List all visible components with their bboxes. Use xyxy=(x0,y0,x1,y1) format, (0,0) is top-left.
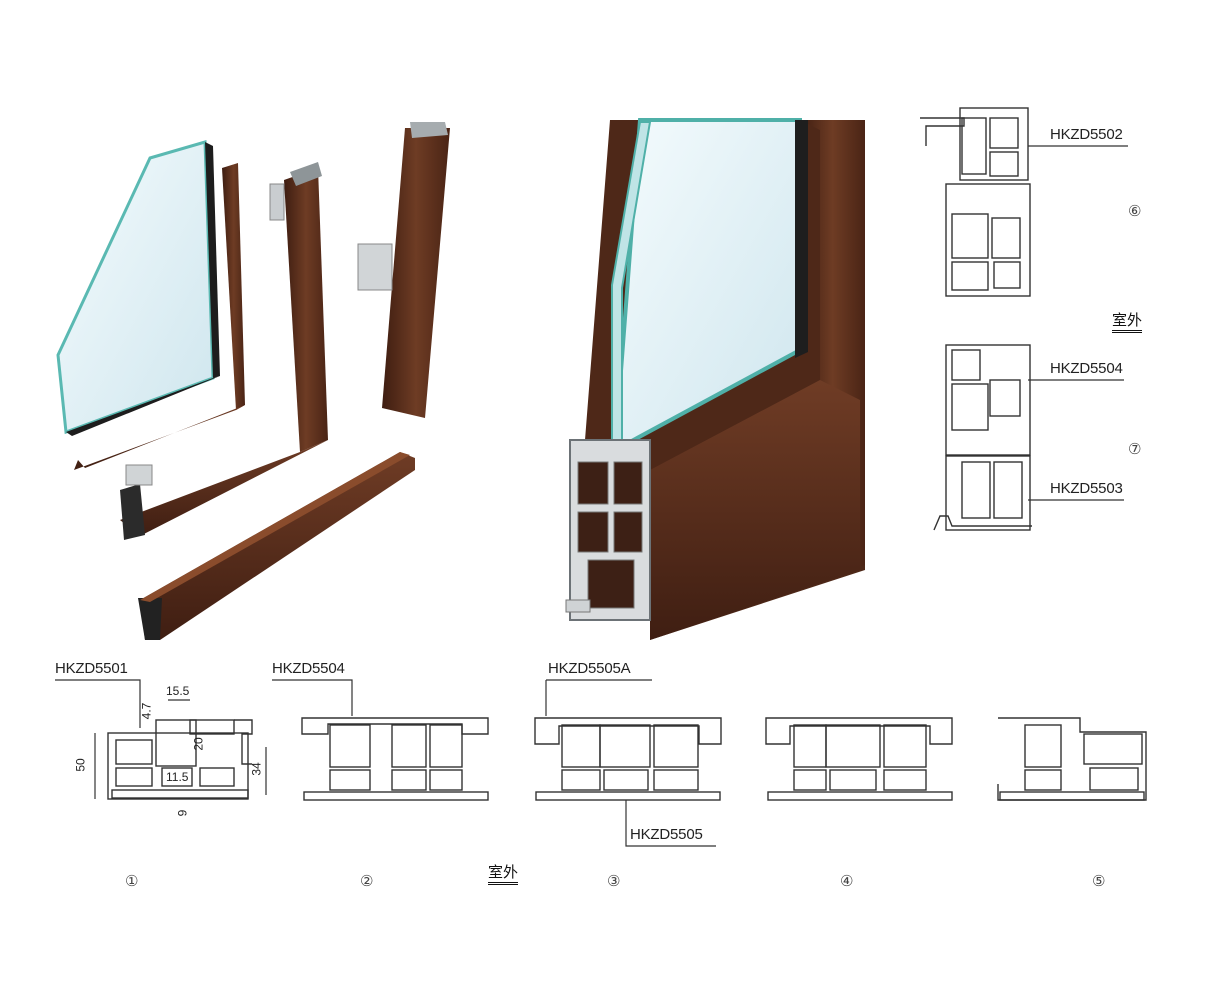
section-number-6: ⑥ xyxy=(1128,202,1142,220)
section-number-7: ⑦ xyxy=(1128,440,1142,458)
profile-section-3 xyxy=(534,717,722,801)
label-hkzd5504-right: HKZD5504 xyxy=(1050,360,1123,377)
label-hkzd5503: HKZD5503 xyxy=(1050,480,1123,497)
dimension-50: 50 xyxy=(73,758,88,772)
bottom-rail xyxy=(138,452,415,640)
label-hkzd5502: HKZD5502 xyxy=(1050,126,1123,143)
profile-section-2 xyxy=(301,717,489,801)
dimension-20: 20 xyxy=(191,737,206,751)
label-hkzd5501: HKZD5501 xyxy=(55,660,128,677)
exploded-window-view xyxy=(56,122,450,640)
profile-section-4 xyxy=(765,717,953,801)
label-hkzd5504-bottom: HKZD5504 xyxy=(272,660,345,677)
dimension-15-5: 15.5 xyxy=(166,684,190,698)
profile-section-5 xyxy=(997,717,1147,801)
label-hkzd5505a: HKZD5505A xyxy=(548,660,631,677)
cutaway-profile-section xyxy=(565,439,651,621)
frame-l-profile-1 xyxy=(74,163,245,470)
label-hkzd5505: HKZD5505 xyxy=(630,826,703,843)
section-number-2: ② xyxy=(360,872,374,890)
leader-lines xyxy=(55,145,1128,847)
profile-sections xyxy=(107,107,1147,801)
assembled-corner-cutaway xyxy=(565,118,865,640)
section-number-5: ⑤ xyxy=(1092,872,1106,890)
profile-section-6 xyxy=(920,107,1031,297)
section-number-1: ① xyxy=(125,872,139,890)
section-number-3: ③ xyxy=(607,872,621,890)
vertical-stile xyxy=(357,122,450,418)
dimension-9: 9 xyxy=(175,809,190,817)
profile-section-1 xyxy=(107,719,253,800)
dimension-34: 34 xyxy=(249,762,264,776)
section-number-4: ④ xyxy=(840,872,854,890)
outside-label-bottom: 室外 xyxy=(488,864,519,885)
profile-section-7 xyxy=(933,344,1032,531)
glass-pane xyxy=(56,140,220,436)
frame-l-profile-2 xyxy=(120,162,328,540)
dimension-11-5: 11.5 xyxy=(166,770,189,784)
dimension-4-7: 4.7 xyxy=(139,702,154,720)
outside-label-right: 室外 xyxy=(1112,312,1143,333)
